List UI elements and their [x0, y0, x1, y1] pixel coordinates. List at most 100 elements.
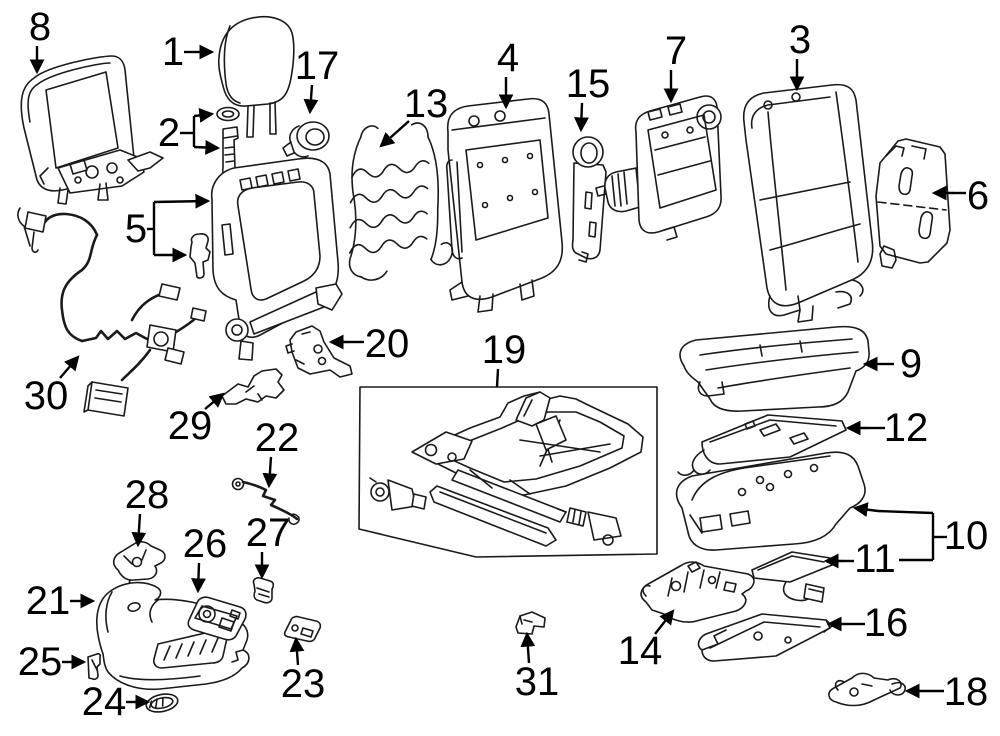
- callout-number-8: 8: [29, 5, 51, 49]
- callout-number-17: 17: [295, 44, 340, 88]
- callout-6: 6: [931, 174, 989, 218]
- callout-number-9: 9: [900, 342, 922, 386]
- part-12-heater-element: [677, 414, 847, 476]
- callout-7: 7: [663, 29, 687, 104]
- part-31-mount-clip: [515, 611, 546, 635]
- callout-number-5: 5: [125, 207, 147, 251]
- callout-16: 16: [826, 601, 909, 645]
- callout-arrow: [654, 609, 675, 635]
- callout-number-4: 4: [497, 36, 519, 80]
- part-29-finish-bracket: [221, 368, 285, 405]
- callout-30: 30: [24, 355, 80, 418]
- part-26-seat-switch: [187, 596, 247, 641]
- callout-22: 22: [255, 416, 300, 489]
- callout-arrow: [59, 355, 80, 379]
- callout-31: 31: [515, 631, 560, 704]
- callout-arrow: [131, 513, 147, 548]
- part-14-track-cover: [640, 561, 755, 623]
- callout-number-11: 11: [854, 537, 896, 581]
- callout-number-12: 12: [884, 406, 929, 450]
- callout-8: 8: [29, 5, 51, 75]
- callout-24: 24: [82, 680, 151, 724]
- callout-17: 17: [295, 44, 340, 115]
- part-25-clip: [87, 652, 102, 681]
- callout-number-21: 21: [26, 579, 71, 623]
- callout-23: 23: [281, 636, 326, 706]
- callout-number-30: 30: [24, 374, 69, 418]
- callout-21: 21: [26, 579, 96, 623]
- callout-arrow: [193, 140, 221, 155]
- part-22-connecting-rod: [231, 477, 300, 525]
- callout-number-19: 19: [482, 328, 527, 372]
- part-19-track-assembly: [358, 386, 658, 558]
- callout-25: 25: [18, 640, 87, 684]
- callout-number-26: 26: [183, 522, 228, 566]
- part-5-guide-bushing: [189, 233, 211, 279]
- callout-number-13: 13: [404, 82, 449, 126]
- part-2-headrest-guide-and-bolt: [216, 106, 240, 178]
- part-1-headrest: [217, 16, 295, 138]
- callout-18: 18: [904, 670, 989, 714]
- part-7-back-panel-motor: [595, 95, 722, 241]
- part-30-wiring-harness: [17, 207, 207, 417]
- part-11-sensor-mat: [751, 551, 833, 603]
- callout-20: 20: [328, 322, 409, 366]
- part-13-suspension-springs: [348, 122, 454, 281]
- callout-number-31: 31: [515, 660, 560, 704]
- callout-number-23: 23: [281, 662, 326, 706]
- callout-arrow: [379, 120, 410, 148]
- callout-3: 3: [789, 18, 811, 92]
- callout-arrow: [289, 636, 305, 666]
- callout-number-2: 2: [158, 111, 180, 155]
- callout-12: 12: [845, 406, 929, 450]
- callout-number-7: 7: [665, 29, 687, 73]
- callout-4: 4: [497, 36, 519, 110]
- part-3-seat-back-cover: [742, 83, 874, 323]
- callout-5: 5: [125, 193, 211, 263]
- callout-arrow: [153, 193, 211, 209]
- callout-number-28: 28: [125, 473, 170, 517]
- callout-1: 1: [162, 30, 215, 74]
- callout-arrow: [520, 631, 536, 664]
- callout-leader-line: [495, 368, 500, 388]
- callout-number-18: 18: [944, 670, 989, 714]
- part-16-seat-pan-panel: [697, 613, 833, 662]
- callout-arrow: [193, 108, 215, 123]
- part-6-back-panel: [875, 138, 951, 269]
- part-27-switch-knob: [252, 577, 275, 604]
- callout-arrow: [852, 502, 879, 518]
- callout-number-15: 15: [566, 62, 611, 106]
- callout-number-22: 22: [255, 416, 300, 460]
- callout-13: 13: [379, 82, 449, 148]
- part-19-frame-box: [358, 386, 658, 558]
- callout-arrow: [262, 456, 278, 489]
- callout-9: 9: [862, 342, 922, 386]
- callout-number-3: 3: [789, 18, 811, 62]
- callout-number-6: 6: [967, 174, 989, 218]
- callout-leader-line: [877, 509, 934, 515]
- callout-number-10: 10: [944, 514, 989, 558]
- callout-number-16: 16: [864, 601, 909, 645]
- callout-number-25: 25: [18, 640, 63, 684]
- callout-15: 15: [566, 62, 611, 133]
- part-15-side-bracket: [571, 136, 607, 263]
- callout-arrow: [191, 562, 206, 594]
- callout-26: 26: [183, 522, 228, 594]
- callout-number-24: 24: [82, 680, 127, 724]
- callout-layer: 1234567891011121314151617181920212223242…: [18, 5, 989, 724]
- part-8-seat-back-panel: [20, 55, 164, 205]
- callout-arrow: [303, 84, 319, 115]
- callout-19: 19: [482, 328, 527, 388]
- callout-29: 29: [168, 392, 225, 448]
- part-28-inner-bracket: [112, 541, 166, 589]
- part-4-seat-back-pad: [445, 97, 564, 313]
- part-18-latch-bracket: [828, 672, 907, 707]
- part-24-cap: [145, 693, 179, 713]
- callout-arrow: [574, 102, 589, 133]
- callout-14: 14: [618, 609, 675, 673]
- part-5-seat-back-frame: [189, 157, 343, 361]
- callout-11: 11: [823, 537, 896, 581]
- callout-2: 2: [158, 108, 221, 155]
